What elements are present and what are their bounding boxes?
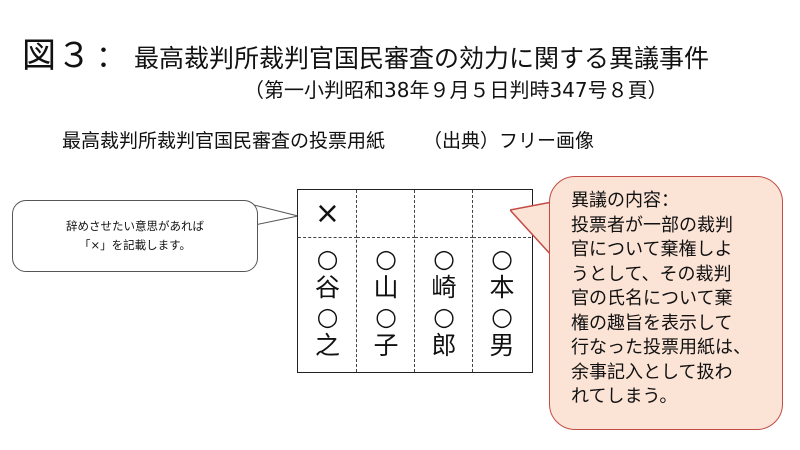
name-char: 山	[373, 273, 399, 302]
mark-box	[357, 190, 415, 238]
objection-line: 行なった投票用紙は、	[571, 337, 751, 358]
ballot-column: ○ 本 ○ 男	[472, 190, 531, 372]
mark-box	[415, 190, 473, 238]
mark-box: ×	[298, 190, 357, 238]
figure-label: 図３	[22, 36, 92, 76]
name-char: 谷	[314, 273, 340, 302]
judge-name: ○ 山 ○ 子	[357, 238, 415, 360]
figure-colon: ：	[96, 40, 126, 75]
name-char: ○	[375, 244, 397, 273]
judge-name: ○ 谷 ○ 之	[298, 238, 357, 360]
judge-name: ○ 崎 ○ 郎	[415, 238, 473, 360]
name-char: ○	[491, 302, 513, 331]
name-char: ○	[433, 302, 455, 331]
objection-line: 投票者が一部の裁判	[571, 214, 733, 236]
objection-line: 官について棄権しよ	[571, 239, 733, 260]
objection-line: うとして、その裁判	[571, 263, 732, 285]
objection-line: 余事記入として扱わ	[571, 361, 733, 383]
name-char: 本	[489, 273, 515, 302]
name-char: 男	[489, 331, 515, 360]
ballot-caption: 最高裁判所裁判官国民審査の投票用紙 （出典）フリー画像	[62, 126, 594, 153]
name-char: 郎	[431, 331, 457, 360]
figure-title-row: 図３： 最高裁判所裁判官国民審査の効力に関する異議事件	[22, 28, 709, 77]
ballot-column: ○ 山 ○ 子	[356, 190, 415, 372]
name-char: ○	[491, 244, 513, 273]
name-char: ○	[375, 302, 397, 331]
name-char: ○	[316, 302, 339, 331]
objection-line: れてしまう。	[571, 386, 678, 407]
figure-subtitle: （第一小判昭和38年９月５日判時347号８頁）	[244, 78, 668, 102]
name-char: 之	[314, 331, 340, 360]
ballot-paper: × ○ 谷 ○ 之 ○ 山 ○ 子 ○ 崎 ○ 郎 ○ 本 ○ 男	[297, 189, 533, 373]
mark-box	[473, 190, 531, 238]
judge-name: ○ 本 ○ 男	[473, 238, 531, 360]
ballot-column: × ○ 谷 ○ 之	[298, 190, 357, 372]
right-callout: 異議の内容： 投票者が一部の裁判 官について棄権しよ うとして、その裁判 官の氏…	[549, 176, 783, 430]
ballot-column: ○ 崎 ○ 郎	[414, 190, 473, 372]
objection-heading: 異議の内容：	[571, 190, 679, 211]
objection-line: 権の趣旨を表示して	[571, 312, 733, 334]
left-callout-line-1: 辞めさせたい意思があれば	[66, 219, 204, 233]
name-char: ○	[316, 244, 339, 273]
objection-line: 官の氏名について棄	[571, 288, 733, 309]
figure-title: 最高裁判所裁判官国民審査の効力に関する異議事件	[134, 44, 710, 73]
right-callout-tail	[510, 201, 553, 258]
caption-source: （出典）フリー画像	[423, 130, 595, 152]
left-callout-line-2: 「×」を記載します。	[79, 238, 191, 252]
caption-text: 最高裁判所裁判官国民審査の投票用紙	[62, 130, 386, 152]
left-callout: 辞めさせたい意思があれば 「×」を記載します。	[12, 200, 258, 272]
name-char: 子	[373, 331, 399, 360]
name-char: ○	[433, 244, 455, 273]
name-char: 崎	[431, 273, 457, 302]
